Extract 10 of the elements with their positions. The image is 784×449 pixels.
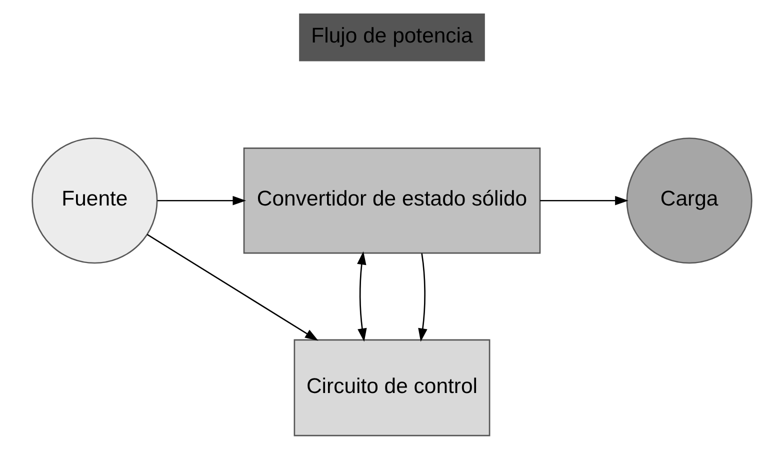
node-circle: Carga xyxy=(626,138,752,264)
node-circle: Fuente xyxy=(32,138,158,264)
arrow xyxy=(157,196,246,206)
arrow xyxy=(540,196,628,206)
label: Flujo de potencia xyxy=(311,24,473,48)
arrow xyxy=(357,251,367,342)
arrow xyxy=(146,234,318,341)
node-box: Circuito de control xyxy=(294,339,490,436)
node-box: Convertidor de estado sólido xyxy=(243,148,541,254)
arrow xyxy=(418,253,428,342)
